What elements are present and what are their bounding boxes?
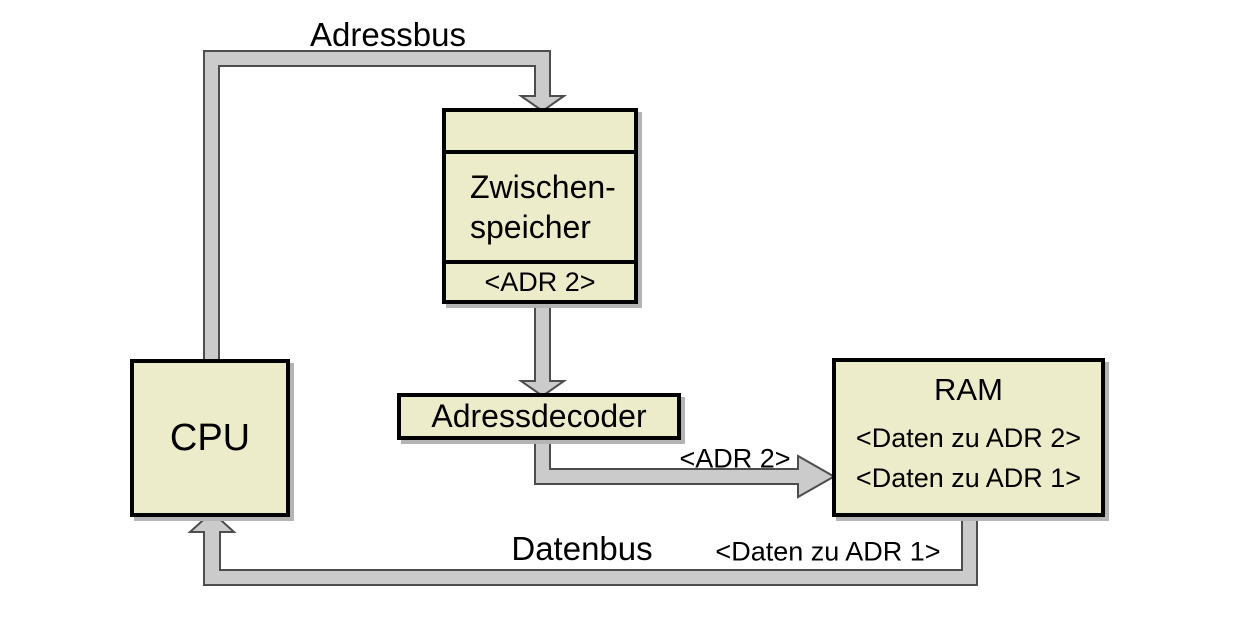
decoder-label: Adressdecoder [431,398,647,434]
buffer-register-value: <ADR 2> [484,266,596,297]
adr2-bus-label: <ADR 2> [679,443,791,474]
buffer-title-line2: speicher [470,209,591,245]
cpu-label: CPU [169,416,251,459]
cpu-box: CPU [130,359,290,517]
buffer-empty-section [446,112,634,150]
datenbus-arrow [187,510,978,586]
buffer-box: Zwischen- speicher <ADR 2> [442,108,638,304]
ram-title: RAM [934,372,1003,407]
buffer-divider-bottom [446,260,634,264]
buffer-title-section: Zwischen- speicher [446,154,634,260]
adressbus-arrow [203,50,568,364]
buffer-register-section: <ADR 2> [446,264,634,300]
ram-row-adr1: <Daten zu ADR 1> [855,463,1082,493]
buffer-title-line1: Zwischen- [470,169,616,205]
decoder-box: Adressdecoder [397,393,681,440]
datenbus-label: Datenbus [511,530,653,567]
ram-box: RAM <Daten zu ADR 2> <Daten zu ADR 1> [832,358,1105,517]
buffer-to-decoder-arrow [517,299,568,398]
decoder-to-ram-arrow [534,435,837,499]
ram-row-adr2: <Daten zu ADR 2> [855,423,1082,453]
adressbus-label: Adressbus [310,16,466,53]
daten-zu-adr1-bus-label: <Daten zu ADR 1> [715,536,941,567]
buffer-divider-top [446,150,634,154]
